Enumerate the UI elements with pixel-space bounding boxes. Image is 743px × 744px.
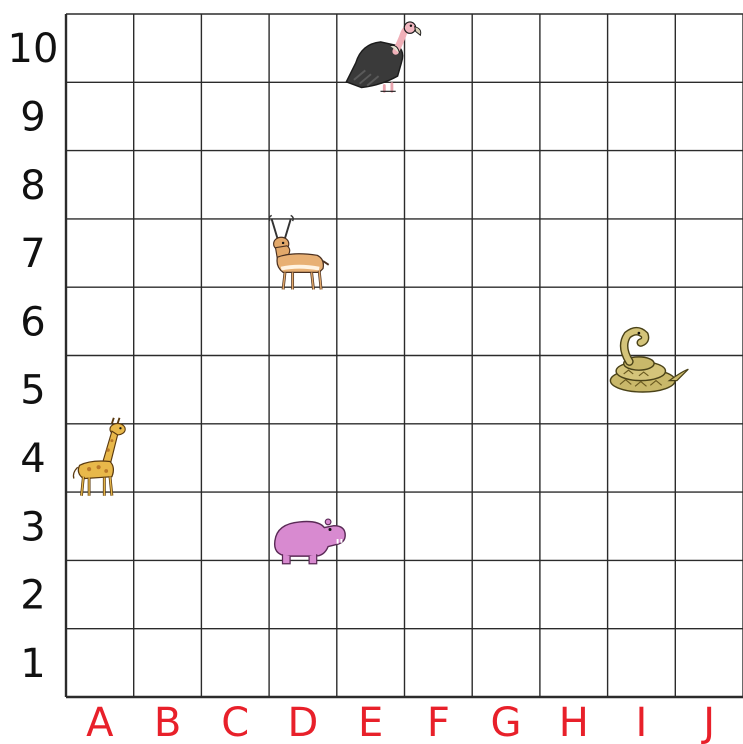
column-label-j: J bbox=[700, 700, 715, 744]
column-label-e: E bbox=[358, 700, 383, 744]
row-label-1: 1 bbox=[20, 641, 45, 687]
column-label-g: G bbox=[491, 700, 522, 744]
animals-layer bbox=[73, 22, 688, 564]
snake-icon bbox=[610, 331, 688, 392]
giraffe-icon bbox=[73, 418, 125, 496]
column-label-f: F bbox=[427, 700, 450, 744]
row-label-8: 8 bbox=[20, 163, 45, 209]
row-label-5: 5 bbox=[20, 368, 45, 414]
row-label-4: 4 bbox=[20, 436, 45, 482]
row-label-9: 9 bbox=[20, 94, 45, 140]
column-label-a: A bbox=[86, 700, 114, 744]
antelope-icon bbox=[269, 215, 329, 289]
row-label-7: 7 bbox=[20, 231, 45, 277]
column-label-c: C bbox=[221, 700, 249, 744]
column-label-d: D bbox=[288, 700, 319, 744]
grid-lines bbox=[66, 14, 743, 697]
column-label-h: H bbox=[559, 700, 589, 744]
row-label-6: 6 bbox=[20, 299, 45, 345]
row-label-3: 3 bbox=[20, 504, 45, 550]
hippo-icon bbox=[275, 519, 346, 564]
vulture-icon bbox=[346, 22, 420, 91]
row-label-10: 10 bbox=[8, 26, 59, 72]
column-label-b: B bbox=[154, 700, 181, 744]
row-labels: 1 2 3 4 5 6 7 8 9 10 bbox=[8, 26, 59, 687]
row-label-2: 2 bbox=[20, 573, 45, 619]
column-label-i: I bbox=[636, 700, 648, 744]
